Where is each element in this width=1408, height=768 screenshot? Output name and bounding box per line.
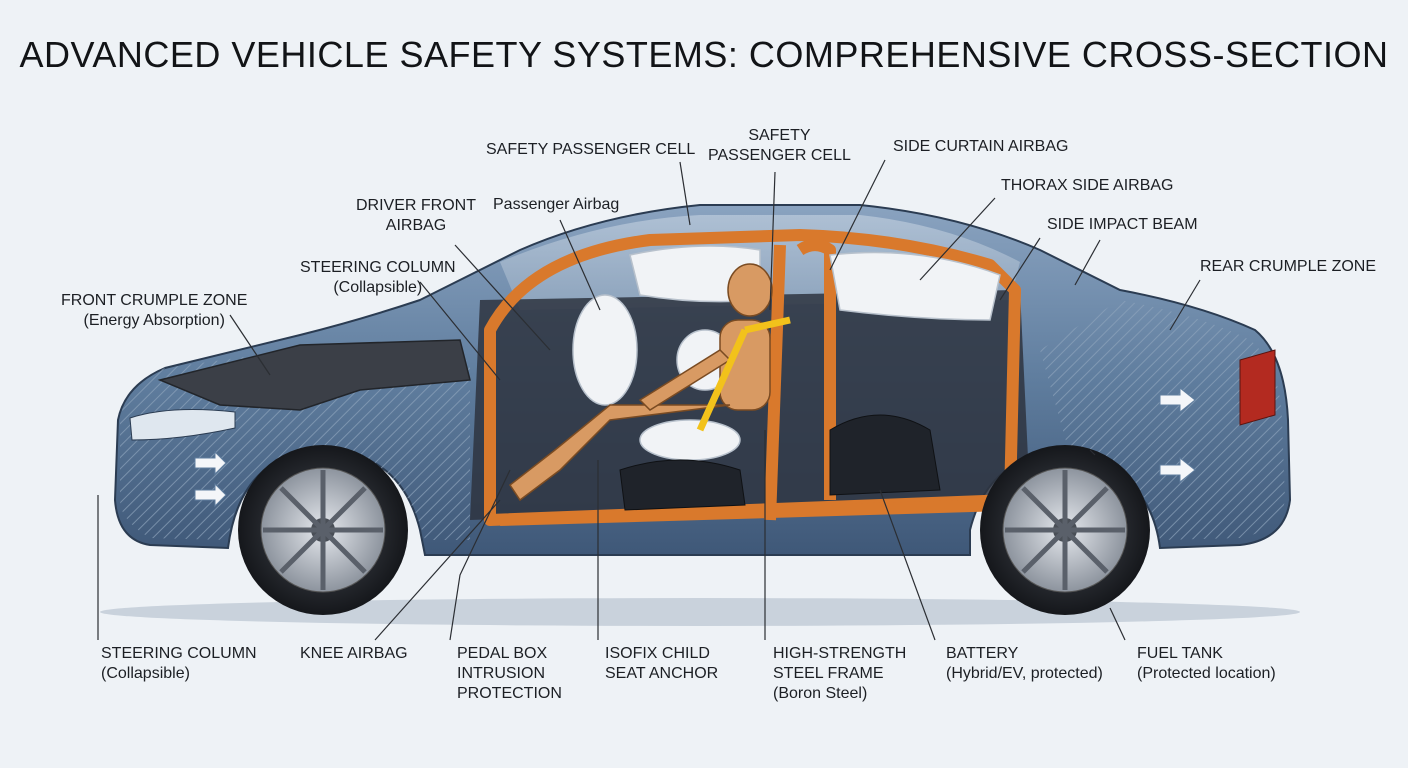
- label-line: (Collapsible): [333, 279, 423, 296]
- label-line: INTRUSION: [457, 665, 545, 682]
- diagram-title: ADVANCED VEHICLE SAFETY SYSTEMS: COMPREH…: [19, 34, 1389, 75]
- headlight: [129, 409, 236, 441]
- label-line: PROTECTION: [457, 685, 562, 702]
- label-line: (Hybrid/EV, protected): [946, 665, 1103, 682]
- seat-belt: [696, 316, 791, 432]
- label-side-impact-beam: SIDE IMPACT BEAM: [1047, 215, 1198, 235]
- label-line: (Energy Absorption): [83, 312, 225, 329]
- label-line: PEDAL BOX: [457, 645, 548, 662]
- label-front-crumple-zone: FRONT CRUMPLE ZONE (Energy Absorption): [61, 291, 247, 331]
- label-line: THORAX SIDE AIRBAG: [1001, 177, 1174, 194]
- label-line: DRIVER FRONT: [356, 197, 476, 214]
- label-line: SIDE CURTAIN AIRBAG: [893, 138, 1069, 155]
- label-line: FUEL TANK: [1137, 645, 1223, 662]
- label-steering-column-bottom: STEERING COLUMN (Collapsible): [101, 644, 257, 684]
- label-line: (Protected location): [1137, 665, 1276, 682]
- label-knee-airbag: KNEE AIRBAG: [300, 644, 408, 664]
- seat-cushion-airbag: [639, 419, 741, 461]
- label-line: (Boron Steel): [773, 685, 868, 702]
- driver-airbag: [572, 294, 638, 406]
- label-line: (Collapsible): [101, 665, 190, 682]
- label-line: BATTERY: [946, 645, 1019, 662]
- label-line: KNEE AIRBAG: [300, 645, 408, 662]
- label-line: SAFETY: [748, 127, 811, 144]
- label-thorax-side-airbag: THORAX SIDE AIRBAG: [1001, 176, 1173, 196]
- label-line: SIDE IMPACT BEAM: [1047, 216, 1198, 233]
- label-pedal-box: PEDAL BOX INTRUSION PROTECTION: [457, 644, 562, 704]
- taillight: [1239, 349, 1276, 426]
- label-driver-front-airbag: DRIVER FRONT AIRBAG: [356, 196, 476, 236]
- label-line: SEAT ANCHOR: [605, 665, 719, 682]
- label-safety-passenger-cell: SAFETY PASSENGER CELL: [486, 140, 695, 160]
- ground-shadow: [100, 598, 1300, 626]
- label-line: STEEL FRAME: [773, 665, 884, 682]
- rear-wheel: [980, 445, 1150, 615]
- label-line: PASSENGER CELL: [708, 147, 851, 164]
- label-line: AIRBAG: [385, 217, 447, 234]
- label-line: STEERING COLUMN: [300, 259, 456, 276]
- front-seat: [619, 459, 746, 511]
- front-wheel: [238, 445, 408, 615]
- label-line: STEERING COLUMN: [101, 645, 257, 662]
- rear-seat: [829, 414, 941, 496]
- label-line: Passenger Airbag: [493, 196, 620, 213]
- label-line: SAFETY PASSENGER CELL: [486, 141, 696, 158]
- label-battery: BATTERY (Hybrid/EV, protected): [946, 644, 1103, 684]
- label-line: ISOFIX CHILD: [605, 645, 710, 662]
- label-line: FRONT CRUMPLE ZONE: [61, 292, 248, 309]
- label-rear-crumple-zone: REAR CRUMPLE ZONE: [1200, 257, 1376, 277]
- safety-cage: [484, 229, 1021, 526]
- label-line: REAR CRUMPLE ZONE: [1200, 258, 1377, 275]
- label-fuel-tank: FUEL TANK (Protected location): [1137, 644, 1276, 684]
- label-line: HIGH-STRENGTH: [773, 645, 907, 662]
- rear-curtain-airbag: [829, 251, 1001, 321]
- crash-test-dummy: [508, 263, 773, 502]
- rear-crumple-hatch: [1040, 300, 1285, 540]
- label-passenger-airbag: Passenger Airbag: [493, 195, 619, 215]
- label-side-curtain-airbag: SIDE CURTAIN AIRBAG: [893, 137, 1068, 157]
- label-isofix: ISOFIX CHILD SEAT ANCHOR: [605, 644, 718, 684]
- label-high-strength-steel: HIGH-STRENGTH STEEL FRAME (Boron Steel): [773, 644, 906, 704]
- label-safety-passenger-cell-roof: SAFETY PASSENGER CELL: [708, 126, 851, 166]
- label-steering-column-top: STEERING COLUMN (Collapsible): [300, 258, 456, 298]
- engine-bay: [157, 339, 471, 411]
- leader-lines: [97, 159, 1201, 641]
- impact-arrows: [194, 386, 1196, 508]
